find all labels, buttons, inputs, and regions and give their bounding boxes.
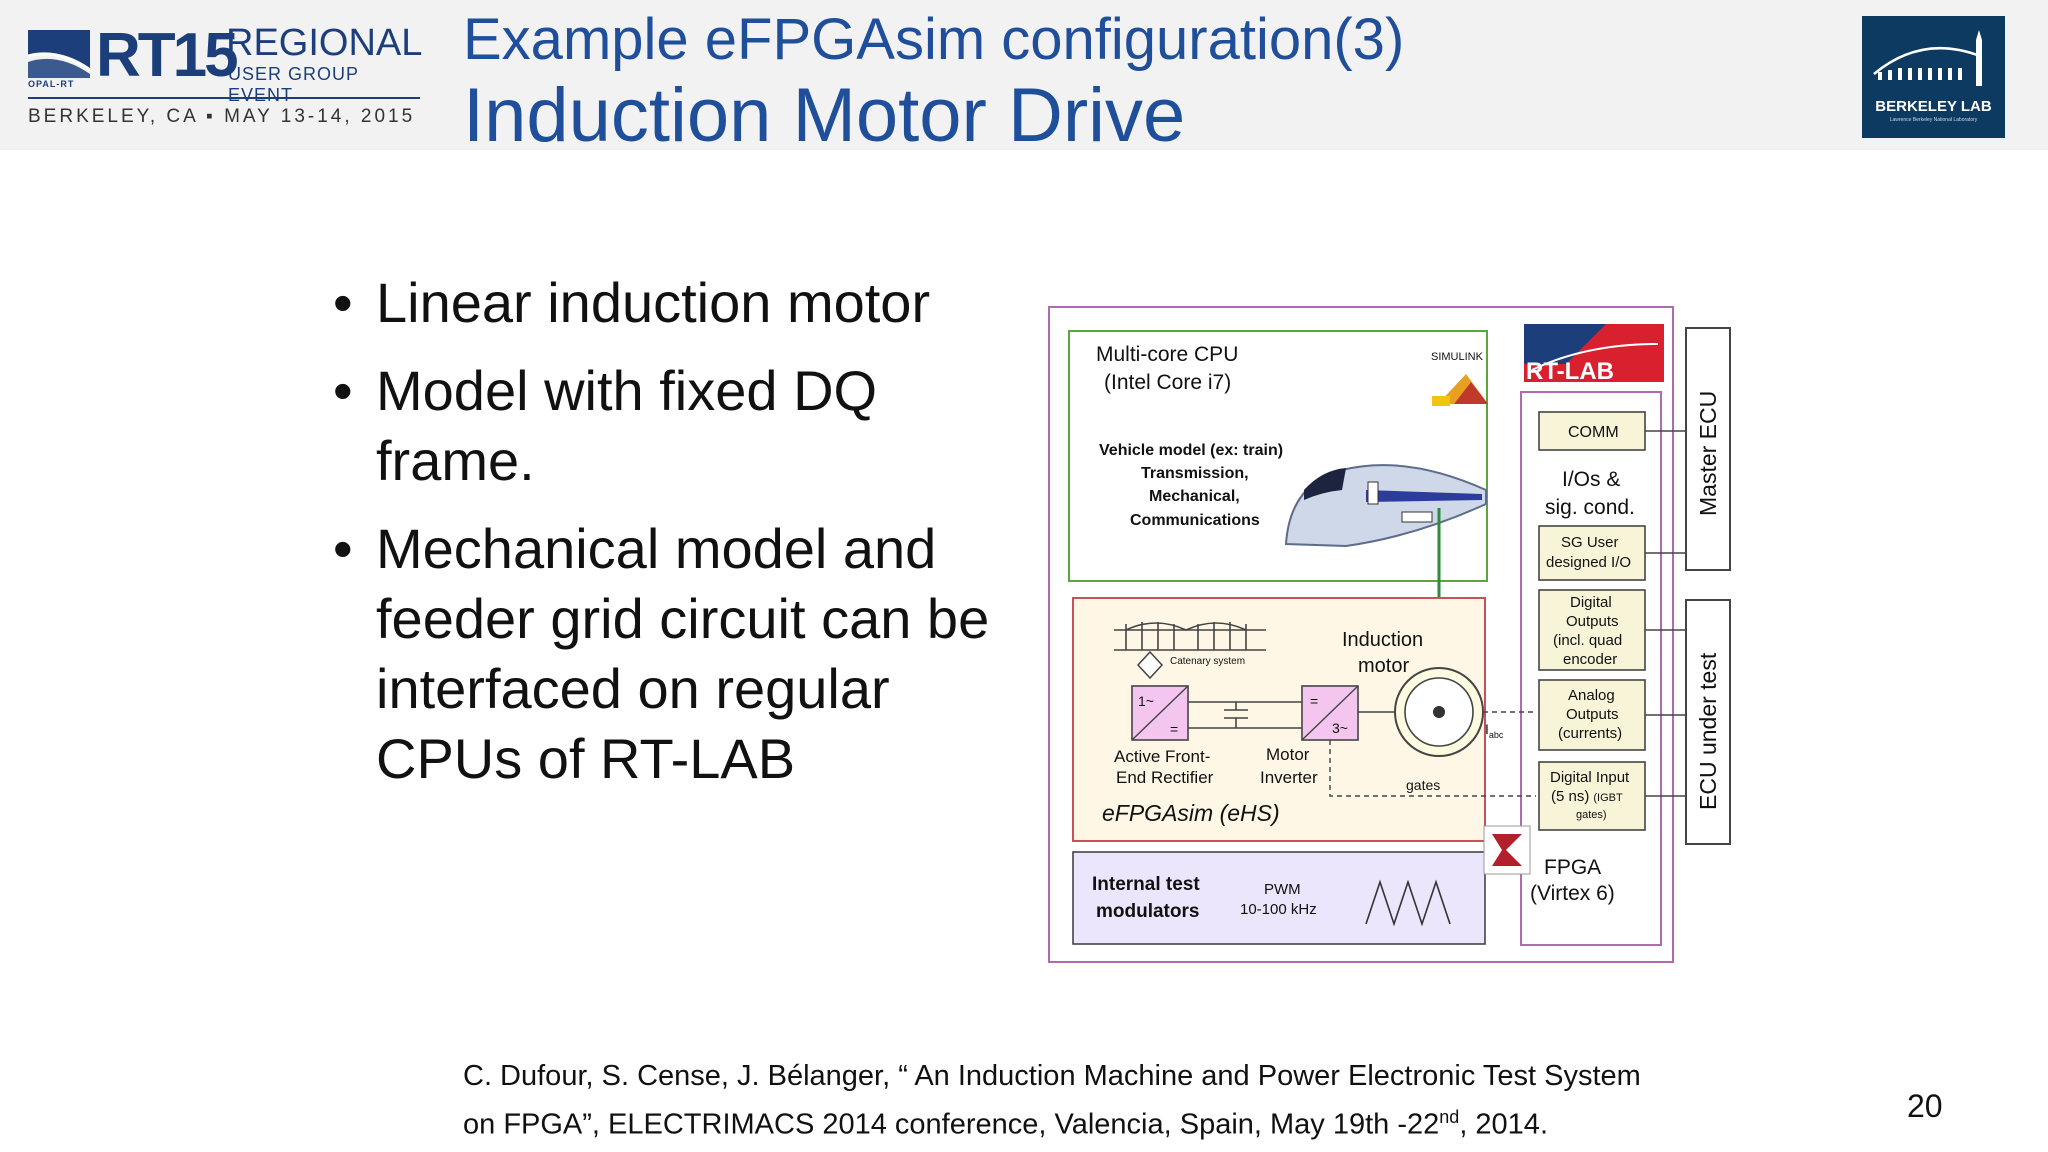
rectifier-block: 1~ =	[1131, 685, 1189, 741]
efpgasim-label: eFPGAsim (eHS)	[1102, 800, 1280, 826]
rt15-brand: RT15	[96, 21, 239, 90]
digin-label-1: Digital Input	[1550, 769, 1630, 786]
header-bar	[0, 0, 2048, 150]
digital-input-block	[1538, 761, 1646, 831]
iabc-label: Iabc	[1485, 721, 1504, 740]
berkeley-lab-name: BERKELEY LAB	[1875, 98, 1992, 115]
slide-title-line2: Induction Motor Drive	[463, 73, 1186, 158]
vehicle-line-0: Vehicle model (ex: train)	[1099, 442, 1283, 459]
vehicle-line-1: Transmission,	[1141, 465, 1249, 482]
catenary-icon	[1114, 622, 1266, 651]
sg-label-1: SG User	[1561, 534, 1619, 551]
digout-label-3: encoder	[1563, 651, 1617, 668]
rectifier-ac: 1~	[1138, 693, 1154, 709]
catenary-label: Catenary system	[1170, 656, 1245, 667]
analog-label-1: Outputs	[1566, 706, 1619, 723]
user-group-text: USER GROUP EVENT	[228, 64, 359, 105]
rectifier-label-1: Active Front-	[1114, 747, 1210, 766]
analog-label-0: Analog	[1568, 687, 1615, 704]
event-location-date: BERKELEY, CA ▪ MAY 13-14, 2015	[28, 106, 416, 127]
ecu-under-test-block	[1685, 599, 1731, 845]
efpgasim-diagram: Multi-core CPU (Intel Core i7) SIMULINK …	[1048, 306, 1731, 963]
master-ecu-label: Master ECU	[1695, 391, 1721, 516]
page-number: 20	[1907, 1088, 1943, 1124]
digin-label-3: gates)	[1576, 809, 1607, 821]
induction-label-2: motor	[1358, 655, 1409, 677]
berkeley-building-icon	[1873, 30, 1982, 86]
rectifier-dc: =	[1170, 721, 1178, 737]
bullet-item: Mechanical model and feeder grid circuit…	[333, 514, 1033, 794]
digin-label-2: (5 ns)(IGBT	[1551, 788, 1623, 805]
ecu-under-test-label: ECU under test	[1695, 652, 1721, 810]
analog-outputs-block	[1538, 679, 1646, 751]
sg-block	[1538, 525, 1646, 581]
opal-rt-text: OPAL-RT	[28, 79, 75, 89]
bullet-item: Model with fixed DQ frame.	[333, 356, 1033, 496]
bullet-item: Linear induction motor	[333, 268, 1033, 338]
train-icon	[1284, 464, 1487, 548]
internal-label-2: modulators	[1096, 901, 1199, 922]
ios-label-2: sig. cond.	[1545, 496, 1635, 519]
internal-label-1: Internal test	[1092, 874, 1200, 895]
master-ecu-block	[1685, 327, 1731, 571]
inverter-label-1: Motor	[1266, 745, 1310, 764]
modulator-box	[1072, 851, 1486, 945]
rt-lab-logo: RT-LAB	[1524, 324, 1664, 385]
induction-label-1: Induction	[1342, 629, 1423, 651]
analog-label-2: (currents)	[1558, 725, 1622, 742]
simulink-label: SIMULINK	[1431, 351, 1484, 363]
berkeley-lab-logo: BERKELEY LAB Lawrence Berkeley National …	[1862, 16, 2005, 138]
induction-motor-icon	[1394, 667, 1484, 757]
gates-label: gates	[1406, 777, 1440, 793]
pwm-label-1: PWM	[1264, 881, 1301, 898]
bullet-list: Linear induction motor Model with fixed …	[333, 268, 1033, 812]
inverter-dc: =	[1310, 693, 1318, 709]
rt-lab-text: RT-LAB	[1526, 358, 1614, 385]
digital-outputs-block	[1538, 589, 1646, 671]
ios-label-1: I/Os &	[1562, 468, 1620, 491]
cpu-box	[1068, 330, 1488, 582]
sg-label-2: designed I/O	[1546, 554, 1631, 571]
berkeley-lab-subtext: Lawrence Berkeley National Laboratory	[1889, 117, 1978, 123]
vehicle-line-2: Mechanical,	[1149, 488, 1240, 505]
citation-line2: on FPGA”, ELECTRIMACS 2014 conference, V…	[463, 1107, 1548, 1141]
xilinx-logo-icon	[1483, 825, 1531, 875]
opal-swoosh-icon	[28, 30, 90, 68]
inverter-block: = 3~	[1301, 685, 1359, 741]
citation-line1: C. Dufour, S. Cense, J. Bélanger, “ An I…	[463, 1060, 1641, 1092]
cpu-title-1: Multi-core CPU	[1096, 343, 1238, 366]
regional-text: REGIONAL	[226, 22, 423, 64]
inverter-label-2: Inverter	[1260, 768, 1318, 787]
catenary-diamond	[1136, 650, 1164, 680]
pwm-label-2: 10-100 kHz	[1240, 901, 1317, 918]
fpga-label-2: (Virtex 6)	[1530, 882, 1615, 905]
fpga-label-1: FPGA	[1544, 856, 1601, 879]
dc-link	[1188, 701, 1302, 729]
citation: C. Dufour, S. Cense, J. Bélanger, “ An I…	[463, 1056, 1763, 1146]
digout-label-1: Outputs	[1566, 613, 1619, 630]
slide-title-line1: Example eFPGAsim configuration(3)	[463, 7, 1405, 72]
digout-label-2: (incl. quad	[1553, 632, 1622, 649]
inverter-ac: 3~	[1332, 720, 1348, 736]
vehicle-line-3: Communications	[1130, 512, 1260, 529]
cpu-title-2: (Intel Core i7)	[1104, 371, 1231, 394]
simulink-icon	[1432, 374, 1488, 406]
rt15-logo-mark	[27, 30, 420, 99]
rt15-logo: OPAL-RT RT15 REGIONAL USER GROUP EVENT B…	[27, 21, 428, 136]
comm-label: COMM	[1568, 424, 1619, 441]
rectifier-label-2: End Rectifier	[1116, 768, 1214, 787]
triangle-wave-icon	[1365, 879, 1451, 927]
digout-label-0: Digital	[1570, 594, 1612, 611]
